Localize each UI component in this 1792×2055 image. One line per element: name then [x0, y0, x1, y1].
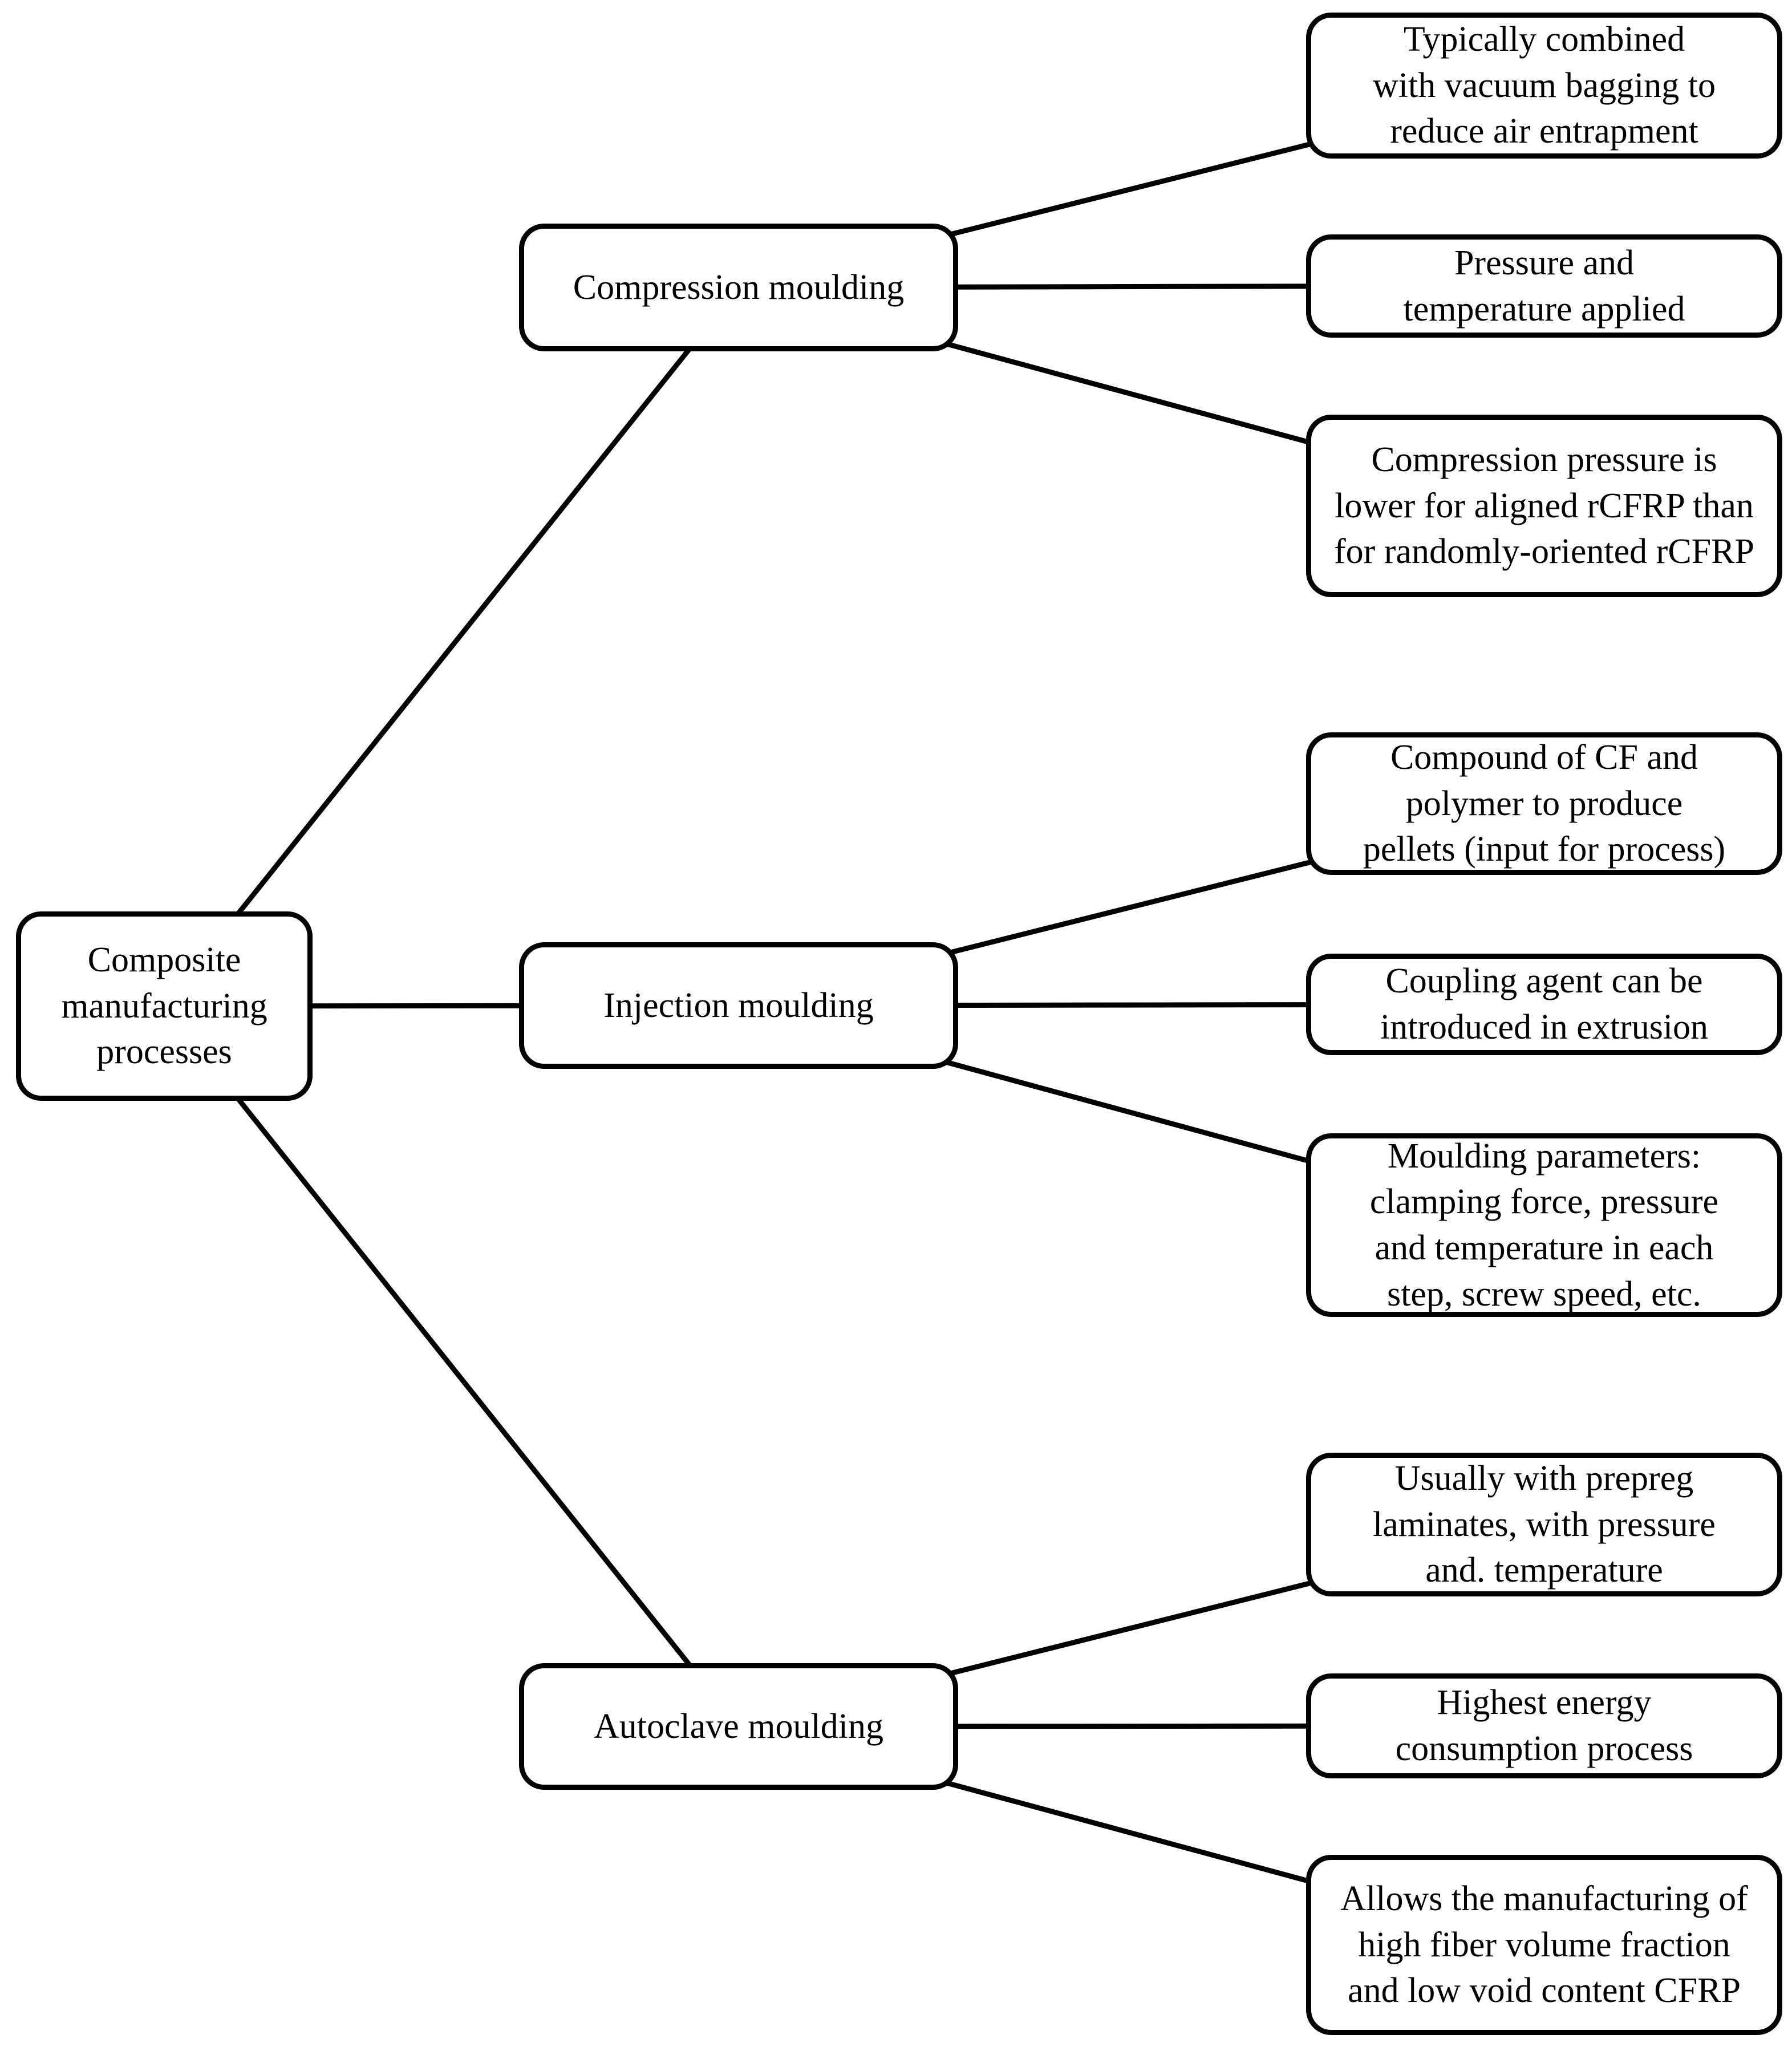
node-compound-pellets-note: Compound of CF and polymer to produce pe…	[1306, 732, 1782, 875]
node-injection-moulding: Injection moulding	[519, 942, 958, 1069]
node-label: Coupling agent can be introduced in extr…	[1380, 962, 1709, 1047]
node-high-fiber-volume-note: Allows the manufacturing of high fiber v…	[1306, 1855, 1782, 2035]
node-coupling-agent-note: Coupling agent can be introduced in extr…	[1306, 954, 1782, 1055]
node-highest-energy-note: Highest energy consumption process	[1306, 1673, 1782, 1778]
node-root-composite-manufacturing-processes: Composite manufacturing processes	[16, 911, 313, 1101]
node-label: Pressure and temperature applied	[1403, 243, 1685, 329]
node-label: Moulding parameters: clamping force, pre…	[1369, 1136, 1719, 1314]
node-label: Composite manufacturing processes	[61, 941, 267, 1072]
node-label: Usually with prepreg laminates, with pre…	[1373, 1459, 1716, 1590]
node-label: Autoclave moulding	[594, 1707, 883, 1746]
node-moulding-parameters-note: Moulding parameters: clamping force, pre…	[1306, 1133, 1782, 1317]
node-pressure-temperature-applied-note: Pressure and temperature applied	[1306, 234, 1782, 338]
node-compression-moulding: Compression moulding	[519, 224, 958, 351]
node-label: Highest energy consumption process	[1395, 1683, 1693, 1768]
node-label: Compression moulding	[573, 267, 905, 307]
node-compression-pressure-note: Compression pressure is lower for aligne…	[1306, 415, 1782, 597]
node-label: Compound of CF and polymer to produce pe…	[1363, 738, 1726, 869]
node-label: Typically combined with vacuum bagging t…	[1373, 20, 1716, 151]
node-vacuum-bagging-note: Typically combined with vacuum bagging t…	[1306, 13, 1782, 159]
node-label: Allows the manufacturing of high fiber v…	[1340, 1879, 1748, 2011]
node-label: Compression pressure is lower for aligne…	[1333, 440, 1754, 571]
node-label: Injection moulding	[603, 986, 874, 1025]
connector-line	[162, 1004, 741, 1728]
node-prepreg-laminates-note: Usually with prepreg laminates, with pre…	[1306, 1453, 1782, 1596]
connector-line	[162, 286, 741, 1008]
node-autoclave-moulding: Autoclave moulding	[519, 1663, 958, 1790]
